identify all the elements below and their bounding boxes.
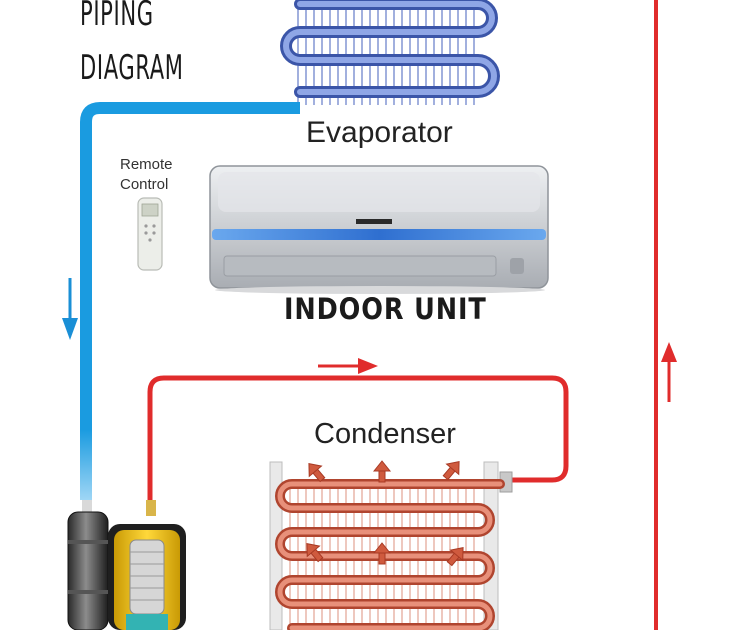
condenser-coil xyxy=(269,461,513,633)
flow-arrow-up-icon xyxy=(661,342,677,402)
remote-label-line2: Control xyxy=(120,176,169,193)
heat-arrow-icon xyxy=(446,546,464,567)
evaporator-coil xyxy=(280,0,500,105)
compressor xyxy=(67,500,186,631)
heat-arrow-icons xyxy=(306,460,464,567)
flow-arrow-right-icon xyxy=(318,358,378,374)
condenser-label: Condenser xyxy=(314,418,456,450)
indoor-unit-label: INDOOR UNIT xyxy=(284,292,487,326)
heat-arrow-icon xyxy=(372,542,392,565)
hot-pipe-loop xyxy=(147,375,569,505)
remote-label-line1: Remote xyxy=(120,156,173,173)
cold-pipe xyxy=(80,102,300,500)
flow-arrow-down-icon xyxy=(62,278,78,340)
diagram-title-line2: DIAGRAM xyxy=(80,48,184,88)
evaporator-label: Evaporator xyxy=(306,116,453,149)
heat-arrow-icon xyxy=(372,460,392,483)
indoor-unit xyxy=(209,165,549,294)
heat-arrow-icon xyxy=(442,460,460,481)
remote-control-label: Remote Control xyxy=(120,155,173,195)
heat-arrow-icon xyxy=(308,462,326,483)
remote-control xyxy=(137,197,163,271)
diagram-title-line1: PIPING xyxy=(80,0,154,34)
indoor-unit-accent-strip xyxy=(212,229,546,240)
brand-logo xyxy=(356,219,392,224)
heat-arrow-icon xyxy=(306,542,324,563)
